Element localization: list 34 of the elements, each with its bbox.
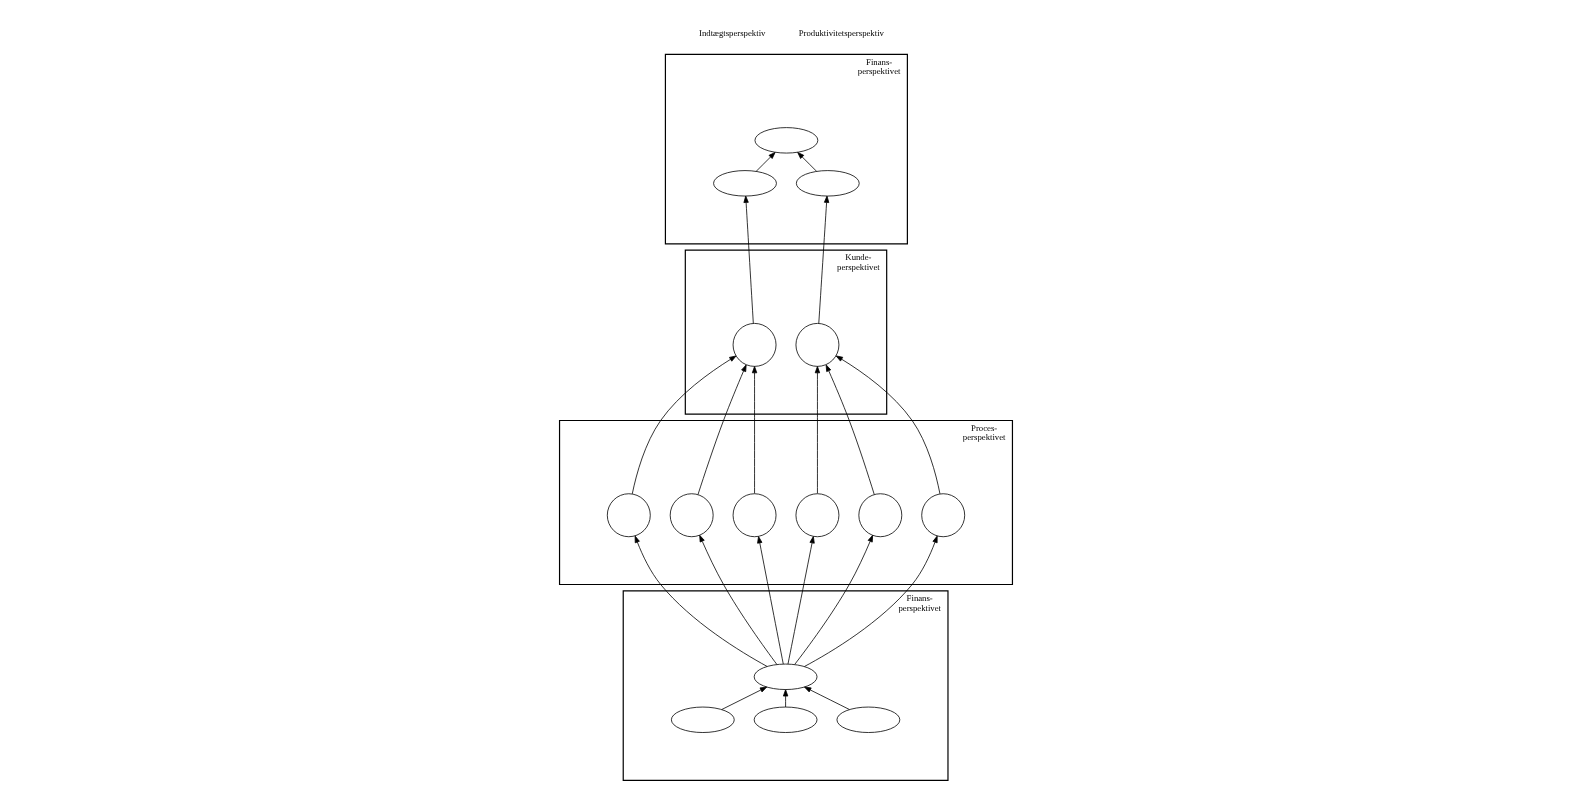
node-circle [606,493,651,538]
arrow [631,355,737,495]
node-ellipse [713,170,777,197]
node-ellipse [795,170,860,197]
arrow [721,686,768,710]
node-circle [921,493,966,538]
arrow [814,366,821,494]
node-circle [732,493,777,538]
arrow [794,534,874,665]
node-ellipse [754,127,819,154]
arrow [751,366,758,494]
node-circle [858,493,903,538]
arrow [757,536,784,665]
arrow [743,195,754,324]
node-circle [795,323,840,367]
node-ellipse [836,706,901,733]
arrow [755,152,776,172]
arrow [797,152,817,172]
arrow [804,686,850,710]
arrow [699,534,778,665]
arrow [804,535,938,667]
node-ellipse [753,706,818,733]
arrow [782,689,789,708]
node-circle [732,323,777,367]
arrow [697,364,747,495]
arrow [818,195,830,324]
arrow [787,536,815,665]
node-ellipse [753,663,818,690]
node-circle [669,493,714,538]
node-circle [795,493,840,538]
node-ellipse [671,706,735,733]
arrow [825,364,875,495]
arrow [835,355,941,495]
arrow [634,535,768,667]
